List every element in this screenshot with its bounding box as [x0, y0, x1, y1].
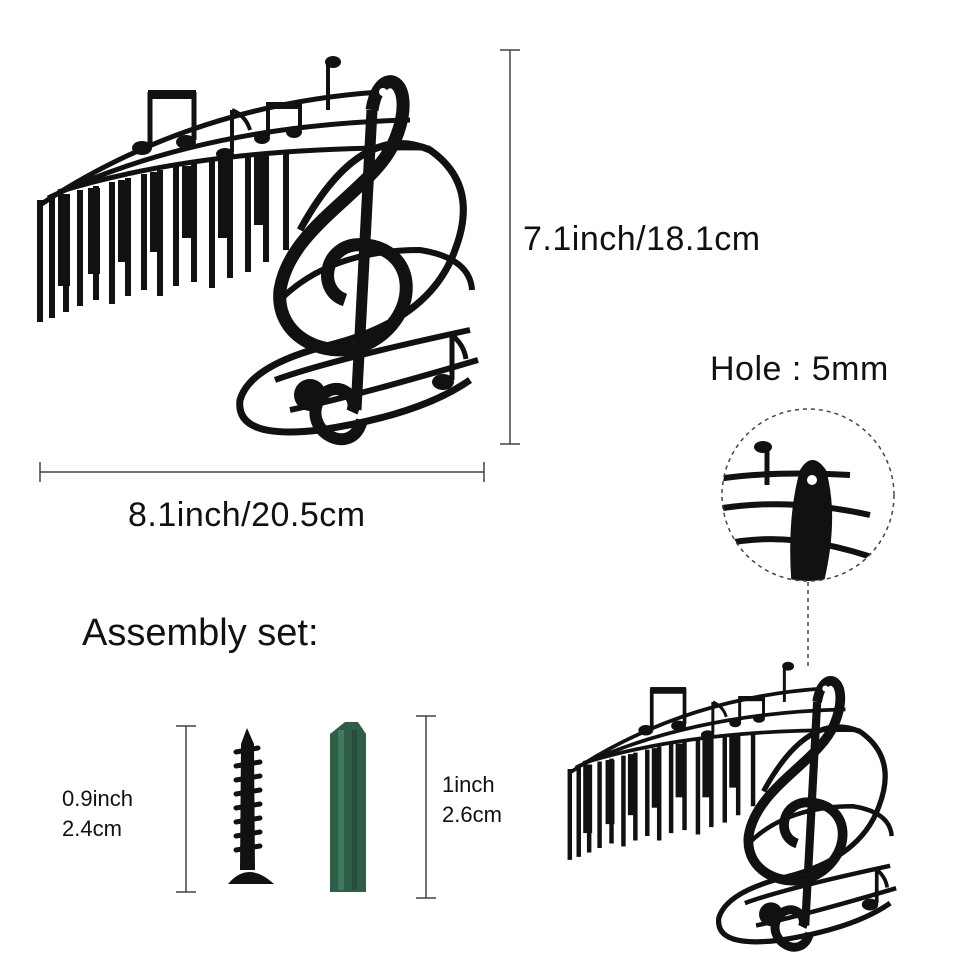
width-dimension-line [39, 462, 485, 482]
anchor-size-cm: 2.6cm [442, 802, 502, 827]
hole-label: Hole : 5mm [710, 350, 889, 388]
screw-size-label: 0.9inch 2.4cm [62, 784, 133, 844]
hole-zoom-icon [721, 408, 895, 670]
width-label: 8.1inch/20.5cm [128, 496, 366, 534]
anchor-size-label: 1inch 2.6cm [442, 770, 502, 830]
height-dimension-line [500, 49, 520, 445]
screw-size-cm: 2.4cm [62, 816, 122, 841]
anchor-size-inch: 1inch [442, 772, 495, 797]
height-label: 7.1inch/18.1cm [523, 220, 761, 258]
product-main-icon [40, 56, 478, 439]
assembly-title: Assembly set: [82, 612, 319, 654]
screw-size-inch: 0.9inch [62, 786, 133, 811]
wall-anchor-icon [330, 722, 366, 892]
screw-icon [228, 728, 274, 884]
product-small-icon [570, 662, 896, 947]
anchor-dimension-line [416, 715, 436, 899]
screw-dimension-line [176, 725, 196, 893]
